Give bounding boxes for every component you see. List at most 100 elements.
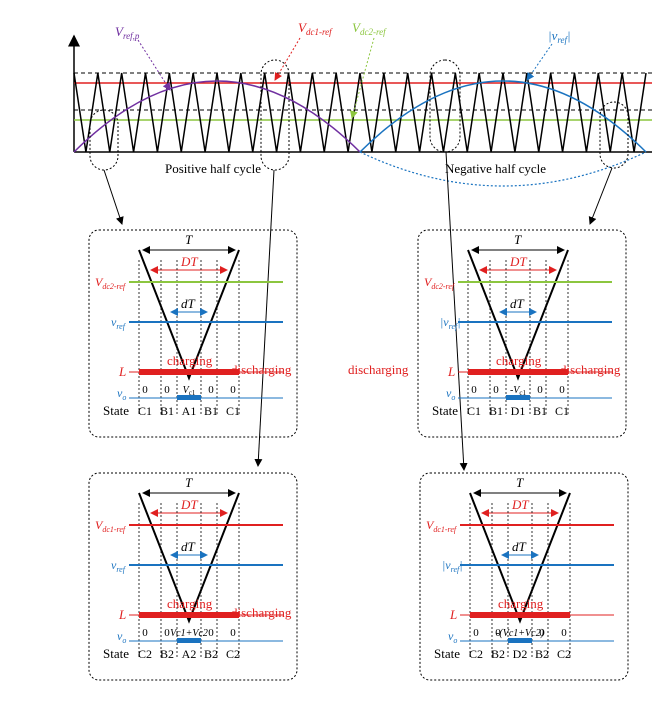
state-value: B2 <box>491 647 505 661</box>
ref-main-label: Vdc1-ref <box>95 518 127 534</box>
l-charging-bar <box>468 369 568 375</box>
dt-label: DT <box>180 254 198 269</box>
l-charging-bar <box>470 612 570 618</box>
state-value: A1 <box>182 404 197 418</box>
dt-label: DT <box>511 497 529 512</box>
dt-label: DT <box>180 497 198 512</box>
absvref-pointer <box>526 43 553 81</box>
vo-value: 0 <box>493 384 499 396</box>
small-dt-label: dT <box>510 296 525 311</box>
state-value: B2 <box>204 647 218 661</box>
vo-value: 0 <box>537 384 543 396</box>
discharging-label: discharging <box>231 362 292 377</box>
panel-border <box>88 472 298 681</box>
vo-label: vo <box>446 386 455 402</box>
state-value: B1 <box>160 404 174 418</box>
vo-value: 0 <box>495 627 501 639</box>
negative-vref-wave <box>359 151 647 187</box>
t-label: T <box>516 475 524 490</box>
arrow-to-panel-3 <box>254 169 275 467</box>
vref-label: vref <box>111 558 127 574</box>
arrow-to-panel-1 <box>103 169 124 225</box>
arrow-to-panel-2 <box>588 167 613 225</box>
vdc2-label: Vdc2-ref <box>352 20 387 37</box>
state-value: A2 <box>182 647 197 661</box>
state-value: C2 <box>226 647 240 661</box>
negative-half-cycle-label: Negative half cycle <box>445 161 546 176</box>
state-label: State <box>103 403 129 418</box>
vo-label: vo <box>117 629 126 645</box>
state-value: B2 <box>535 647 549 661</box>
vref-p-wave <box>73 80 361 153</box>
discharging-label: discharging <box>560 362 621 377</box>
state-label: State <box>432 403 458 418</box>
ref-main-label: Vdc2-ref <box>424 275 456 291</box>
ellipse-4 <box>599 101 629 169</box>
vo-label: vo <box>117 386 126 402</box>
ellipse-1 <box>89 109 119 171</box>
vref-label: |vref| <box>442 558 463 574</box>
small-dt-label: dT <box>512 539 527 554</box>
vo-value: 0 <box>561 627 567 639</box>
vo-value: 0 <box>142 384 148 396</box>
charging-label: charging <box>167 596 213 611</box>
panel-border <box>88 229 298 438</box>
state-value: C2 <box>469 647 483 661</box>
state-value: C2 <box>557 647 571 661</box>
charging-label: charging <box>496 353 542 368</box>
vo-bar <box>177 638 201 643</box>
top-waveform: Vref,p Vdc1-ref Vdc2-ref |vref| Positive… <box>68 20 652 471</box>
t-label: T <box>185 475 193 490</box>
vo-value: 0 <box>230 627 236 639</box>
t-label: T <box>185 232 193 247</box>
discharging-label: discharging <box>231 605 292 620</box>
state-label: State <box>103 646 129 661</box>
state-value: B1 <box>489 404 503 418</box>
vo-value-center: Vc1 <box>183 385 196 397</box>
vref-label: |vref| <box>440 315 461 331</box>
small-dt-label: dT <box>181 539 196 554</box>
state-value: B1 <box>204 404 218 418</box>
ellipse-2 <box>260 59 290 171</box>
abs-vref-wave <box>359 80 647 153</box>
vrefp-label: Vref,p <box>115 24 140 41</box>
state-value: C1 <box>555 404 569 418</box>
carrier-triangle <box>138 492 240 624</box>
ellipse-3 <box>429 59 461 153</box>
vo-value: 0 <box>208 627 214 639</box>
positive-half-cycle-label: Positive half cycle <box>165 161 261 176</box>
l-label: L <box>449 607 457 622</box>
vo-value-center: Vc1+Vc2 <box>170 628 208 639</box>
vdc1-pointer <box>274 37 301 81</box>
vo-value: 0 <box>473 627 479 639</box>
dt-label: DT <box>509 254 527 269</box>
panel-border <box>417 229 627 438</box>
state-value: C1 <box>138 404 152 418</box>
absvref-label: |vref| <box>548 28 571 45</box>
state-value: B1 <box>533 404 547 418</box>
carrier-triangle <box>469 492 571 624</box>
vo-value: 0 <box>559 384 565 396</box>
triangle-carrier <box>73 72 647 153</box>
t-label: T <box>514 232 522 247</box>
state-value: D1 <box>511 404 526 418</box>
charging-label: charging <box>167 353 213 368</box>
l-label: L <box>118 607 126 622</box>
state-value: C1 <box>467 404 481 418</box>
vo-value: 0 <box>230 384 236 396</box>
panel-border <box>419 472 629 681</box>
vrefp-pointer <box>137 39 171 91</box>
vref-label: vref <box>111 315 127 331</box>
l-label: L <box>118 364 126 379</box>
carrier-triangle <box>467 249 569 381</box>
l-charging-bar <box>139 612 239 618</box>
vo-value: 0 <box>208 384 214 396</box>
vo-value-center: -(Vc1+Vc2) <box>496 628 545 639</box>
ref-main-label: Vdc2-ref <box>95 275 127 291</box>
vo-value: 0 <box>164 627 170 639</box>
state-value: D2 <box>513 647 528 661</box>
ref-main-label: Vdc1-ref <box>426 518 458 534</box>
